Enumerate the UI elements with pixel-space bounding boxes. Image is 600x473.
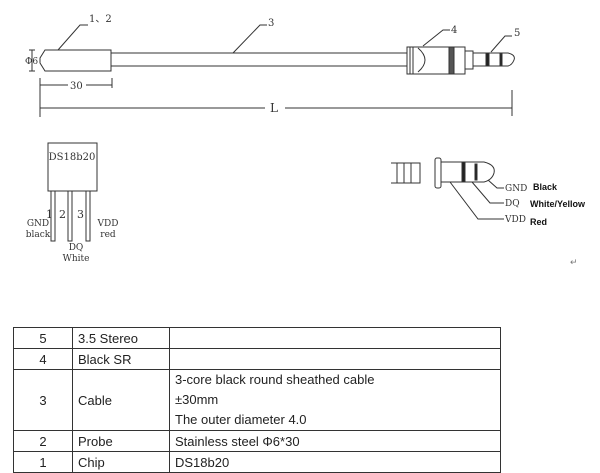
jack-signal-gnd: GND xyxy=(505,184,527,194)
jack-color-red: Red xyxy=(530,217,547,227)
row-number: 3 xyxy=(13,369,73,431)
part-desc: Stainless steel Φ6*30 xyxy=(169,430,501,452)
strain-relief xyxy=(406,46,466,75)
length-L-label: L xyxy=(270,101,278,115)
pin2-color: White xyxy=(63,254,90,264)
part-name: Chip xyxy=(72,451,170,473)
jack-pinout xyxy=(391,157,504,220)
desc-line: 3-core black round sheathed cable xyxy=(175,372,375,387)
jack-signal-dq: DQ xyxy=(505,199,520,209)
diameter-label: Φ6 xyxy=(25,57,38,67)
pin-number-1: 1 xyxy=(46,208,53,221)
pin-number-3: 3 xyxy=(77,208,84,221)
plug-35 xyxy=(464,50,515,70)
length-L-dimension xyxy=(40,90,513,116)
ds18b20-chip xyxy=(47,142,98,242)
part-name: Cable xyxy=(72,369,170,431)
callout-4: 4 xyxy=(451,25,457,36)
assembly-drawing: 1、2 3 4 5 Φ6 30 L DS18b20 1 2 3 GND blac… xyxy=(25,14,586,267)
diameter-dimension xyxy=(29,49,35,72)
jack-color-black: Black xyxy=(533,182,558,192)
probe xyxy=(39,49,112,72)
tolerance: ±30mm xyxy=(175,392,219,407)
part-desc: DS18b20 xyxy=(169,451,501,473)
row-number: 4 xyxy=(13,348,73,370)
part-desc xyxy=(169,327,501,349)
length-30-label: 30 xyxy=(70,81,83,92)
row-number: 1 xyxy=(13,451,73,473)
return-mark: ↵ xyxy=(570,257,578,267)
callout-3: 3 xyxy=(268,18,274,29)
pin-number-2: 2 xyxy=(59,208,66,221)
part-name: Probe xyxy=(72,430,170,452)
desc-line: The outer diameter 4.0 xyxy=(175,412,307,427)
pin2-signal: DQ xyxy=(69,243,84,253)
callout-1-2: 1、2 xyxy=(89,14,112,25)
part-name: Black SR xyxy=(72,348,170,370)
callout-5: 5 xyxy=(514,28,520,39)
pin1-signal: GND xyxy=(27,219,49,229)
pin3-signal: VDD xyxy=(97,219,119,229)
jack-signal-vdd: VDD xyxy=(504,215,526,225)
cable xyxy=(111,52,407,67)
chip-name: DS18b20 xyxy=(49,152,96,163)
row-number: 5 xyxy=(13,327,73,349)
part-name: 3.5 Stereo xyxy=(72,327,170,349)
part-desc xyxy=(169,348,501,370)
pin1-color: black xyxy=(26,230,51,240)
row-number: 2 xyxy=(13,430,73,452)
pin3-color: red xyxy=(100,230,116,240)
jack-color-white-yellow: White/Yellow xyxy=(530,199,586,209)
length-30-dimension xyxy=(39,78,113,117)
